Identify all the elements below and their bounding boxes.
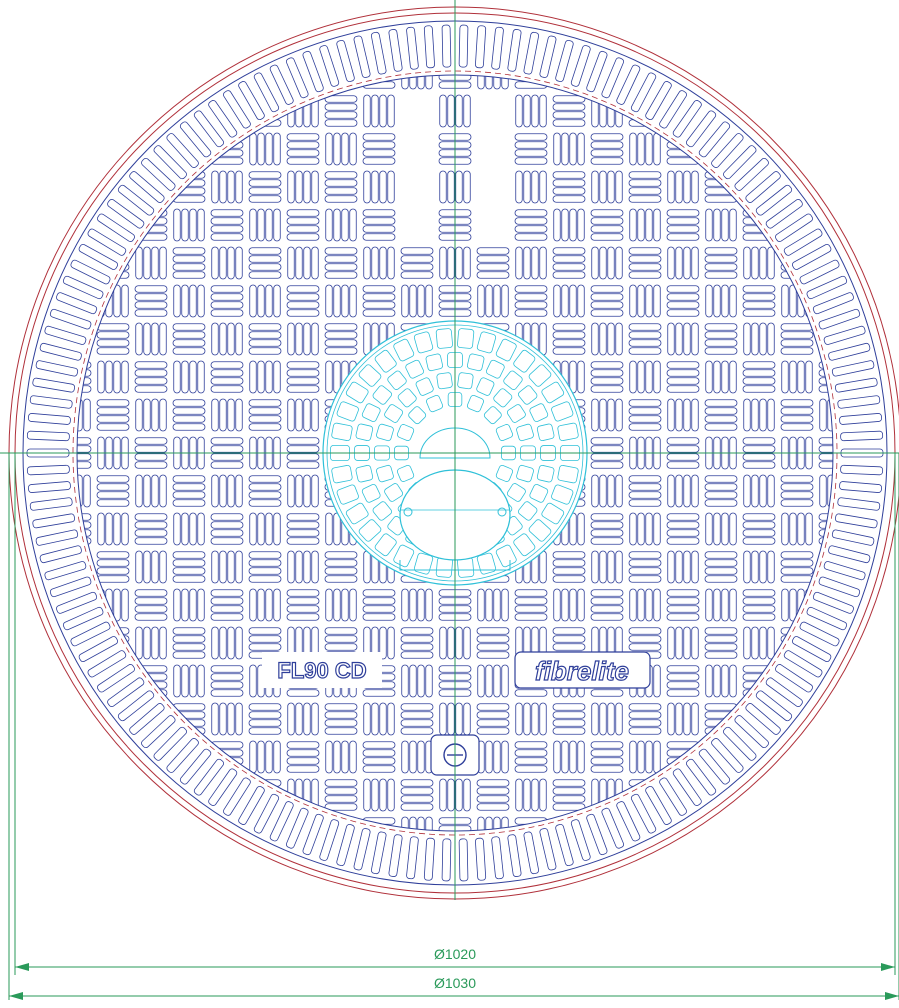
dimension-label-1: Ø1020 [434, 946, 476, 962]
dimension-d1020: Ø1020 [15, 946, 895, 971]
brand-logo-text: fibrelite [535, 656, 629, 686]
dimension-label-2: Ø1030 [434, 975, 476, 991]
cover-marking-plate: FL90 CD [262, 652, 382, 688]
brand-logo: fibrelite [514, 651, 651, 689]
cover-marking-text: FL90 CD [277, 658, 366, 683]
radial-rib-ring [26, 24, 884, 882]
dimension-d1030: Ø1030 [9, 975, 899, 1000]
